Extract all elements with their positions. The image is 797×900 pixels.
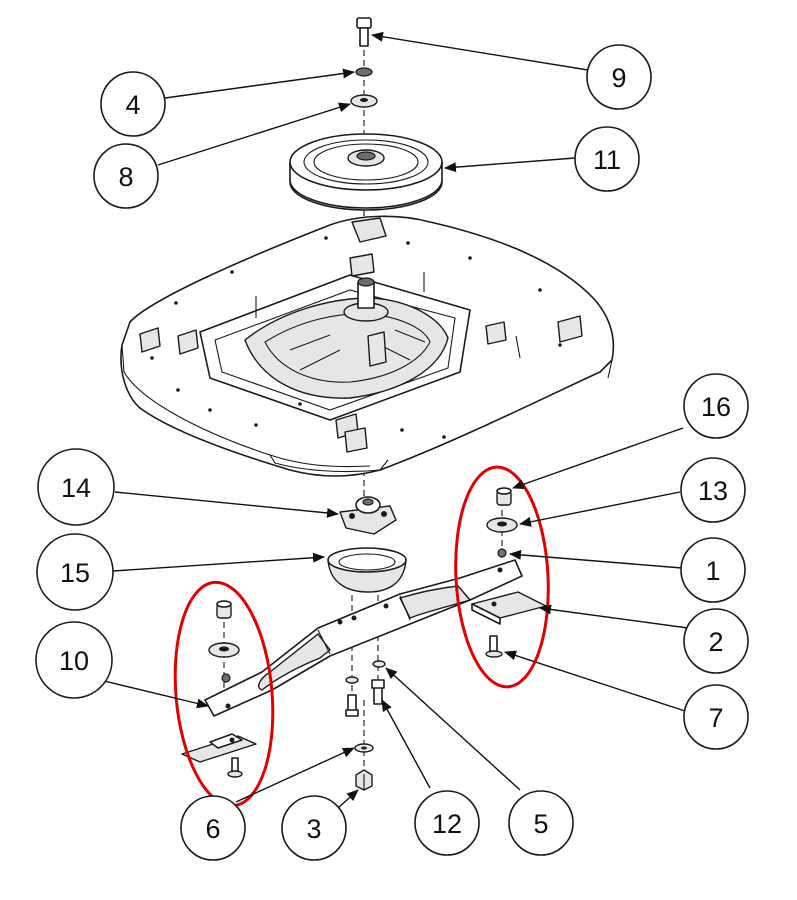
part-14-bearing-housing — [339, 496, 397, 535]
part-12-bolt-right — [371, 679, 385, 705]
leader-lines — [99, 31, 689, 809]
leader-9 — [371, 31, 589, 71]
left-stack-lock-washer — [221, 673, 231, 683]
part-2-blade-plate — [471, 591, 547, 625]
part-6-washer — [354, 743, 374, 753]
leader-1 — [509, 549, 683, 569]
callout-15-label: 15 — [60, 558, 90, 588]
leader-13 — [519, 491, 681, 527]
part-1-lock-washer — [497, 548, 507, 558]
callout-1-label: 1 — [705, 556, 720, 586]
leader-7 — [504, 650, 689, 713]
callout-3-label: 3 — [306, 814, 321, 844]
part-4-lock-washer — [355, 67, 373, 77]
leader-12 — [381, 699, 431, 789]
callout-9: 9 — [586, 44, 652, 110]
washer-left — [345, 676, 359, 684]
leader-8 — [157, 102, 351, 166]
part-5-washer — [372, 660, 386, 668]
part-3-nut — [355, 769, 373, 791]
callout-10: 10 — [35, 621, 113, 699]
highlight-right-blade-hardware — [454, 465, 550, 689]
part-16-spacer — [496, 487, 512, 506]
leader-11 — [444, 157, 576, 173]
leader-16 — [512, 427, 684, 490]
callout-14-label: 14 — [61, 473, 91, 503]
callout-8-label: 8 — [118, 162, 133, 192]
callout-11-label: 11 — [593, 145, 621, 175]
callout-2-label: 2 — [708, 627, 723, 657]
cutting-blade — [204, 559, 523, 717]
callout-11: 11 — [574, 126, 640, 192]
leader-3 — [337, 789, 359, 809]
leader-6 — [235, 747, 355, 803]
leader-5 — [385, 667, 521, 791]
callout-8: 8 — [93, 143, 159, 209]
callout-13-label: 13 — [698, 476, 728, 506]
callout-5: 5 — [508, 790, 574, 856]
leader-2 — [539, 604, 689, 629]
callout-12: 12 — [414, 790, 480, 856]
callout-9-label: 9 — [611, 63, 626, 93]
part-11-pulley — [289, 133, 443, 211]
callout-2: 2 — [683, 608, 749, 674]
bolt-left — [345, 694, 359, 717]
callout-14: 14 — [37, 448, 115, 526]
left-stack-washer — [208, 642, 240, 658]
left-stack-spacer — [216, 600, 232, 619]
left-stack-bolt — [227, 757, 243, 778]
callout-16: 16 — [683, 373, 749, 439]
left-blade-plate — [181, 733, 257, 763]
part-15-cup — [327, 547, 407, 593]
callout-13: 13 — [680, 457, 746, 523]
callout-6-label: 6 — [205, 814, 220, 844]
part-7-bolt — [485, 635, 503, 658]
callout-5-label: 5 — [533, 809, 548, 839]
callout-12-label: 12 — [432, 809, 462, 839]
mower-deck-housing — [120, 215, 615, 477]
callout-3: 3 — [281, 795, 347, 861]
part-9-bolt — [356, 17, 372, 47]
callout-4: 4 — [100, 71, 166, 137]
part-13-washer — [486, 517, 518, 533]
callout-16-label: 16 — [701, 392, 731, 422]
callout-7-label: 7 — [708, 703, 723, 733]
leader-14 — [114, 491, 339, 518]
leader-4 — [164, 68, 355, 99]
part-8-washer — [350, 94, 378, 108]
callout-10-label: 10 — [59, 646, 89, 676]
callout-6: 6 — [180, 795, 246, 861]
callout-7: 7 — [683, 684, 749, 750]
leader-10 — [99, 679, 209, 709]
callout-1: 1 — [680, 537, 746, 603]
callout-4-label: 4 — [125, 90, 140, 120]
callout-15: 15 — [36, 533, 114, 611]
leader-15 — [112, 552, 325, 572]
